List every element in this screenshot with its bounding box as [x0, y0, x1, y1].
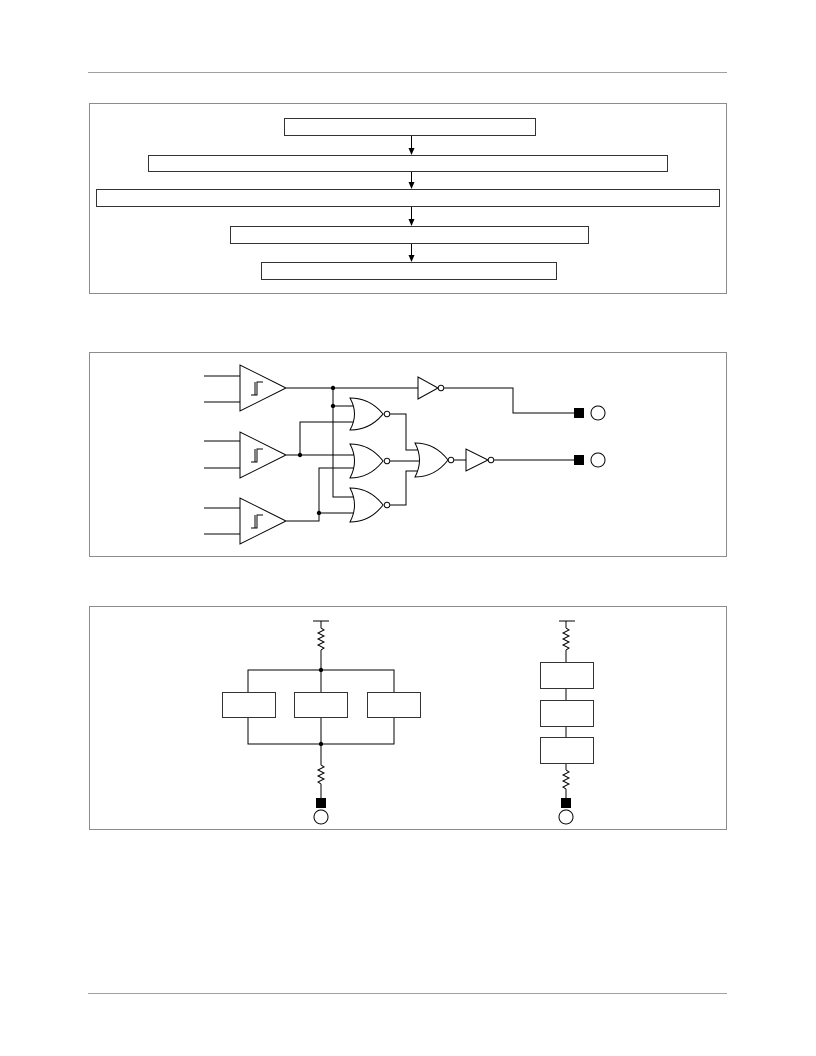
arrowhead-icon [408, 182, 415, 189]
pin-circle-icon [313, 809, 329, 825]
hysteresis-icon [251, 381, 263, 396]
flowchart-step-box [230, 226, 589, 244]
arrowhead-icon [408, 255, 415, 262]
output-pin [574, 452, 606, 468]
resistor-icon [316, 764, 326, 785]
network-block [294, 692, 348, 718]
junction-dot [330, 385, 336, 391]
network-block [540, 662, 594, 689]
nor-gate [414, 442, 455, 478]
inversion-bubble [383, 501, 391, 509]
arrowhead-icon [408, 148, 415, 155]
flow-arrow [408, 244, 415, 262]
flow-arrow [408, 136, 415, 155]
schmitt-comparator [239, 497, 288, 545]
parallel-network [222, 620, 421, 825]
pin-circle-icon [590, 452, 606, 468]
resistor-icon [561, 769, 571, 790]
bond-pad-icon [574, 455, 584, 465]
network-block [222, 692, 276, 718]
nor-gate [349, 443, 391, 479]
flowchart-step [148, 155, 668, 172]
comparator-triangle [239, 497, 288, 545]
flowchart-step-box [148, 155, 668, 172]
output-pin [574, 405, 606, 421]
network-block [540, 700, 594, 727]
flowchart-step-box [96, 189, 720, 207]
junction-dot [316, 510, 322, 516]
logic-diagram-figure [89, 352, 727, 557]
resistor-icon [561, 627, 571, 651]
inversion-bubble [437, 384, 445, 392]
comparator-triangle [239, 431, 288, 479]
flow-arrow [408, 172, 415, 189]
flowchart-step [261, 262, 557, 280]
junction-dot [318, 667, 324, 673]
junction-dot [330, 403, 336, 409]
nor-gate-body [349, 443, 384, 479]
comparator-input-leads [204, 375, 240, 535]
junction-dot [318, 741, 324, 747]
hysteresis-icon [251, 514, 263, 529]
pin-circle-icon [558, 809, 574, 825]
network-block [540, 737, 594, 764]
flowchart-figure [89, 103, 727, 294]
inverter [417, 376, 445, 400]
arrowhead-icon [408, 219, 415, 226]
nor-gate [349, 487, 391, 523]
logic-diagram-frame [89, 352, 727, 557]
network-figure [89, 606, 727, 830]
header-rule [88, 72, 727, 73]
pin-circle-icon [590, 405, 606, 421]
inverter-triangle [465, 448, 490, 472]
inverter-triangle [417, 376, 440, 400]
footer-rule [88, 993, 727, 994]
bond-pad-icon [574, 408, 584, 418]
network-block [367, 692, 421, 718]
inversion-bubble [383, 457, 391, 465]
schmitt-comparator [239, 431, 288, 479]
resistor-icon [316, 627, 326, 651]
nor-gate-body [349, 487, 384, 523]
inversion-bubble [383, 410, 391, 418]
inverter [465, 448, 495, 472]
nor-gate [349, 397, 391, 431]
nor-gate-body [414, 442, 449, 478]
nor-gate-body [349, 397, 384, 431]
flowchart-step [284, 118, 536, 136]
flowchart-step-box [261, 262, 557, 280]
schmitt-comparator [239, 364, 288, 412]
network-frame [89, 606, 727, 830]
inversion-bubble [447, 456, 455, 464]
comparator-triangle [239, 364, 288, 412]
logic-wiring [286, 387, 574, 522]
inversion-bubble [487, 456, 495, 464]
flow-arrow [408, 207, 415, 226]
flowchart-step [230, 226, 589, 244]
bond-pad-icon [316, 798, 326, 808]
bond-pad-icon [561, 798, 571, 808]
hysteresis-icon [251, 448, 263, 463]
series-network [540, 620, 594, 825]
flowchart-step-box [284, 118, 536, 136]
flowchart-step [96, 189, 720, 207]
flowchart-frame [89, 103, 727, 294]
junction-dot [297, 452, 303, 458]
